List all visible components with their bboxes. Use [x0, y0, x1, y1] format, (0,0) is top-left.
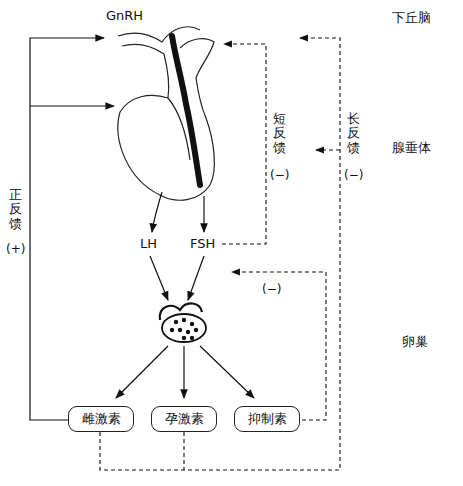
pituitary-stalk: [172, 36, 200, 185]
pituitary-illustration: [118, 27, 214, 200]
positive-feedback-line: [30, 38, 104, 420]
vertical-label: 正反馈: [9, 188, 22, 231]
ovary-illustration: [160, 303, 206, 342]
text-label: LH: [140, 236, 157, 252]
stimulation-arrow: [150, 256, 168, 300]
text-label: (−): [262, 282, 281, 296]
hormone-box: 孕激素: [151, 406, 217, 432]
text-label: GnRH: [106, 8, 143, 24]
text-label: (−): [344, 168, 363, 182]
hormone-name: 孕激素: [159, 411, 209, 427]
secretion-arrow: [116, 346, 168, 398]
vertical-label: 短反馈: [273, 112, 286, 155]
stimulation-arrow: [188, 256, 204, 300]
text-label: 卵巢: [402, 334, 428, 350]
text-label: 腺垂体: [392, 140, 431, 156]
secretion-arrow: [183, 346, 184, 398]
long-feedback-line: [100, 38, 340, 470]
text-label: FSH: [190, 236, 215, 252]
short-feedback-line: [222, 44, 266, 244]
text-label: (−): [270, 168, 289, 182]
text-label: 下丘脑: [392, 10, 431, 26]
text-label: (+): [6, 242, 25, 256]
hormone-box: 抑制素: [234, 406, 300, 432]
hormone-name: 抑制素: [242, 411, 292, 427]
secretion-arrow: [200, 346, 254, 398]
hormone-box: 雌激素: [68, 406, 134, 432]
long-feedback-line: [183, 432, 184, 470]
long-feedback-line: [316, 149, 340, 150]
hormone-name: 雌激素: [76, 411, 126, 427]
positive-feedback-line: [30, 105, 114, 106]
secretion-arrow: [152, 192, 162, 232]
inhibin-feedback-line: [232, 272, 326, 420]
secretion-arrow: [203, 196, 204, 232]
vertical-label: 长反馈: [347, 112, 360, 155]
